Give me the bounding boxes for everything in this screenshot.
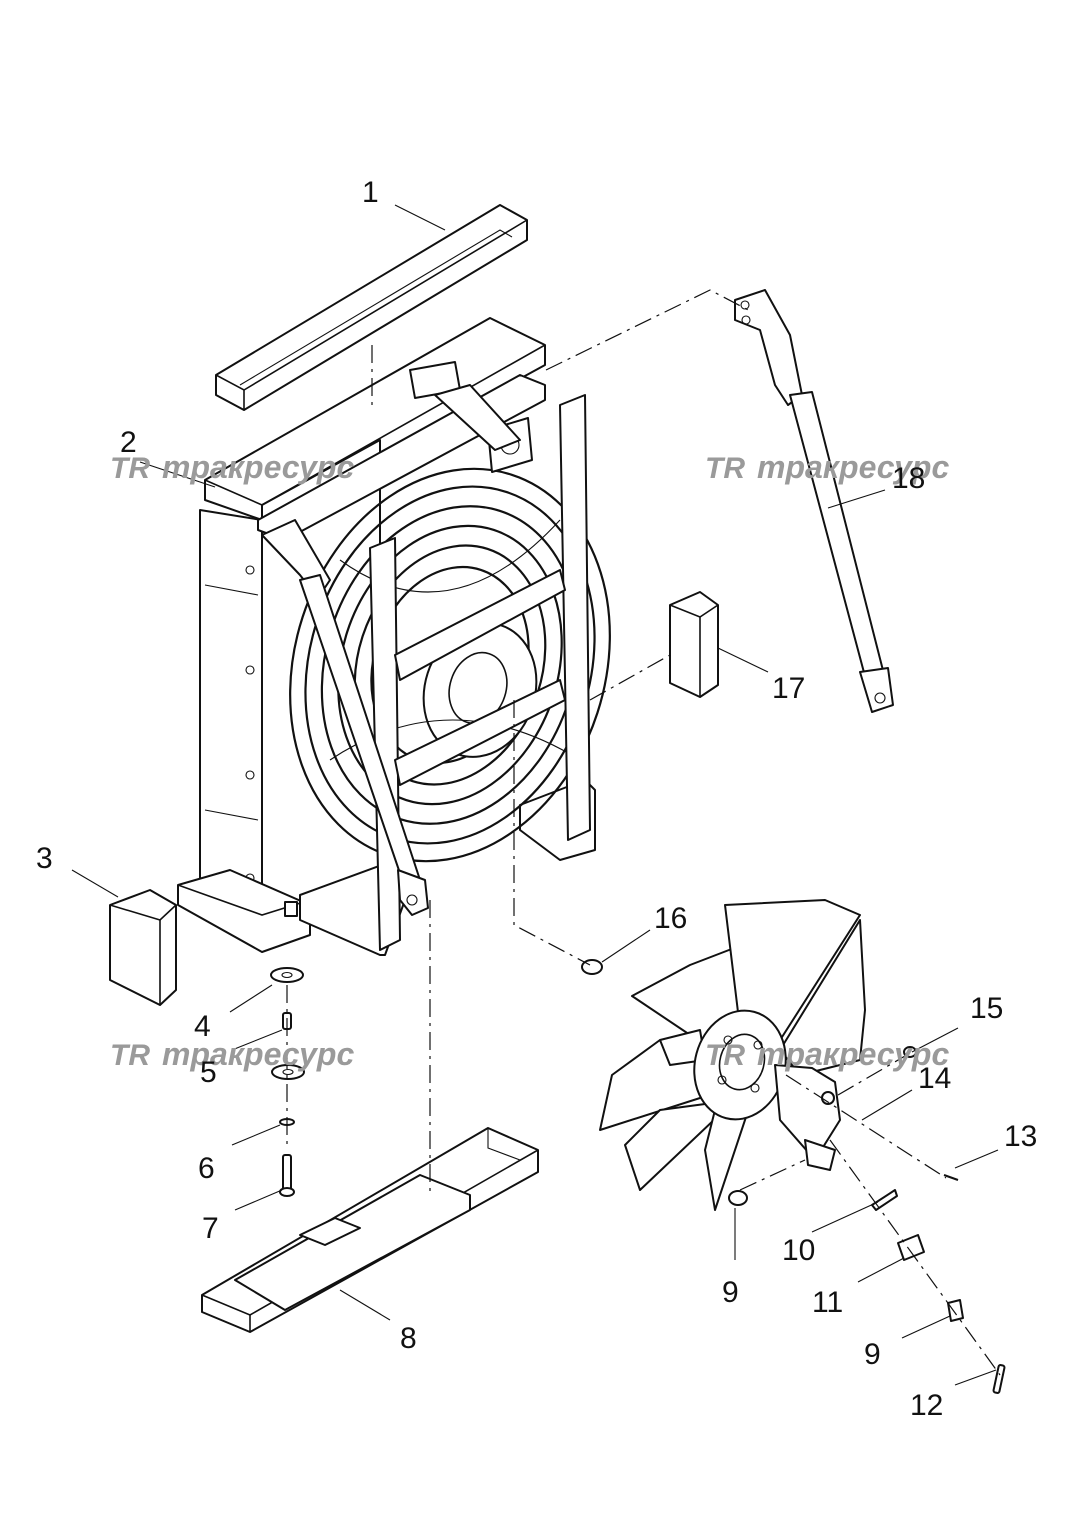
watermark-text: тракресурс (757, 1036, 949, 1072)
callout-2: 2 (120, 426, 137, 459)
callout-15: 15 (970, 992, 1003, 1025)
assembly-centerlines (371, 289, 1001, 1376)
callout-10: 10 (782, 1234, 815, 1267)
watermark-logo: TR (705, 452, 745, 485)
watermark-top-right: TR тракресурс (705, 449, 949, 485)
callout-9-upper: 9 (722, 1276, 739, 1309)
upper-mounting-frame (257, 361, 591, 951)
callout-18: 18 (892, 462, 925, 495)
watermark-logo: TR (110, 452, 150, 485)
part-17-block (669, 591, 719, 698)
callout-13: 13 (1004, 1120, 1037, 1153)
part-2-radiator-assembly (177, 317, 596, 956)
callout-11: 11 (812, 1286, 843, 1319)
watermark-top-left: TR тракресурс (110, 449, 354, 485)
callout-4: 4 (194, 1010, 211, 1043)
part-8-bottom-tray (201, 1127, 539, 1333)
watermark-bottom-right: TR тракресурс (705, 1036, 949, 1072)
watermark-text: тракресурс (162, 449, 354, 485)
callout-7: 7 (202, 1212, 219, 1245)
callout-16: 16 (654, 902, 687, 935)
parts-4-7-fastener-stack (270, 967, 305, 1197)
watermark-logo: TR (110, 1039, 150, 1072)
watermark-logo: TR (705, 1039, 745, 1072)
callout-17: 17 (772, 672, 805, 705)
left-support-strut (261, 519, 429, 916)
callout-1: 1 (362, 176, 379, 209)
callout-12: 12 (910, 1389, 943, 1422)
callout-9-lower: 9 (864, 1338, 881, 1371)
callout-6: 6 (198, 1152, 215, 1185)
fan-assembly (581, 899, 1006, 1394)
part-3-block (109, 889, 177, 1006)
callout-8: 8 (400, 1322, 417, 1355)
watermark-bottom-left: TR тракресурс (110, 1036, 354, 1072)
callout-labels: 1 2 3 4 5 6 7 8 9 9 10 11 12 13 14 15 16… (36, 176, 1037, 1422)
part-1-top-cover (215, 204, 528, 411)
callout-14: 14 (918, 1062, 951, 1095)
watermark-text: тракресурс (162, 1036, 354, 1072)
callout-3: 3 (36, 842, 53, 875)
callout-5: 5 (200, 1056, 217, 1089)
part-18-stay-rod (734, 289, 894, 713)
leader-lines (71, 204, 999, 1386)
watermark-text: тракресурс (757, 449, 949, 485)
